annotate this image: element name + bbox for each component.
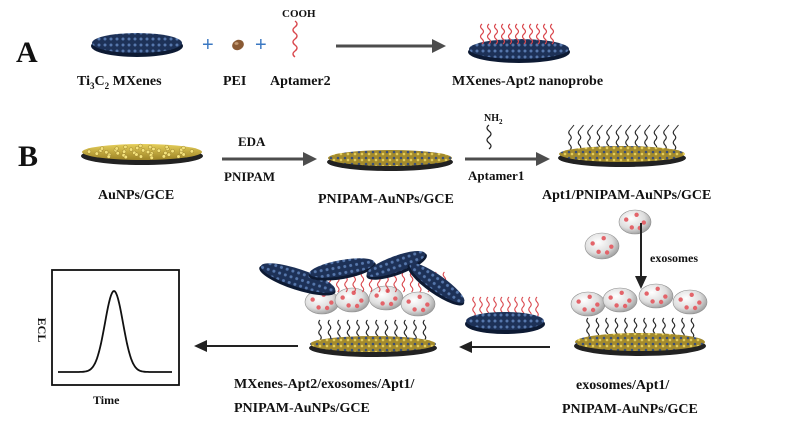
apt1-pnipam-label: Apt1/PNIPAM-AuNPs/GCE xyxy=(542,188,711,203)
nh2-label: NH2 xyxy=(484,113,503,126)
panel-a-label: A xyxy=(16,36,38,69)
arrow-a xyxy=(336,39,446,53)
plus-sign-2: + xyxy=(255,34,267,56)
nanoprobe-label: MXenes-Apt2 nanoprobe xyxy=(452,74,603,89)
arrow-eda xyxy=(222,152,317,166)
aptamer1-label: Aptamer1 xyxy=(468,168,524,183)
ecl-axis-label: ECL xyxy=(35,318,49,343)
arrow-exosomes xyxy=(635,223,647,289)
mxene-sheet xyxy=(91,33,183,57)
pnipam-aunps-gce-label: PNIPAM-AuNPs/GCE xyxy=(318,192,454,207)
exosomes-apt1-label-line1: exosomes/Apt1/ xyxy=(576,378,670,393)
pnipam-aunps-gce-electrode xyxy=(327,150,453,171)
free-exosomes xyxy=(584,209,652,260)
exosomes-label: exosomes xyxy=(650,251,698,265)
ecl-peak-curve xyxy=(58,289,172,373)
plus-sign-1: + xyxy=(202,34,214,56)
arrow-to-final xyxy=(459,341,550,353)
ecl-plot-frame xyxy=(51,269,180,386)
arrow-aptamer1 xyxy=(465,152,550,166)
aptamer1-strand xyxy=(486,124,492,150)
aptamer2-label: Aptamer2 xyxy=(270,74,331,89)
nanoprobe-reagent xyxy=(465,296,545,334)
eda-label: EDA xyxy=(238,134,266,149)
exosomes-apt1-label-line2: PNIPAM-AuNPs/GCE xyxy=(562,402,698,417)
cooh-label: COOH xyxy=(282,8,316,20)
arrow-to-ecl xyxy=(194,340,298,352)
exosomes-apt1-electrode xyxy=(570,283,708,356)
time-axis-label: Time xyxy=(93,393,120,407)
final-label-line2: PNIPAM-AuNPs/GCE xyxy=(234,401,370,416)
apt1-pnipam-electrode xyxy=(558,124,686,167)
pei-label: PEI xyxy=(223,74,246,89)
pnipam-label: PNIPAM xyxy=(224,169,275,184)
aptamer2-strand xyxy=(292,20,298,58)
panel-b-label: B xyxy=(18,140,38,173)
final-sandwich-electrode xyxy=(259,251,465,357)
final-label-line1: MXenes-Apt2/exosomes/Apt1/ xyxy=(234,377,416,392)
pei-particle xyxy=(232,39,244,51)
ti3c2-mxenes-label: Ti3C2 MXenes xyxy=(77,74,162,91)
aunps-gce-electrode xyxy=(81,143,203,165)
mxenes-apt2-nanoprobe xyxy=(468,23,570,63)
aunps-gce-label: AuNPs/GCE xyxy=(98,188,174,203)
ecl-plot xyxy=(51,269,180,386)
